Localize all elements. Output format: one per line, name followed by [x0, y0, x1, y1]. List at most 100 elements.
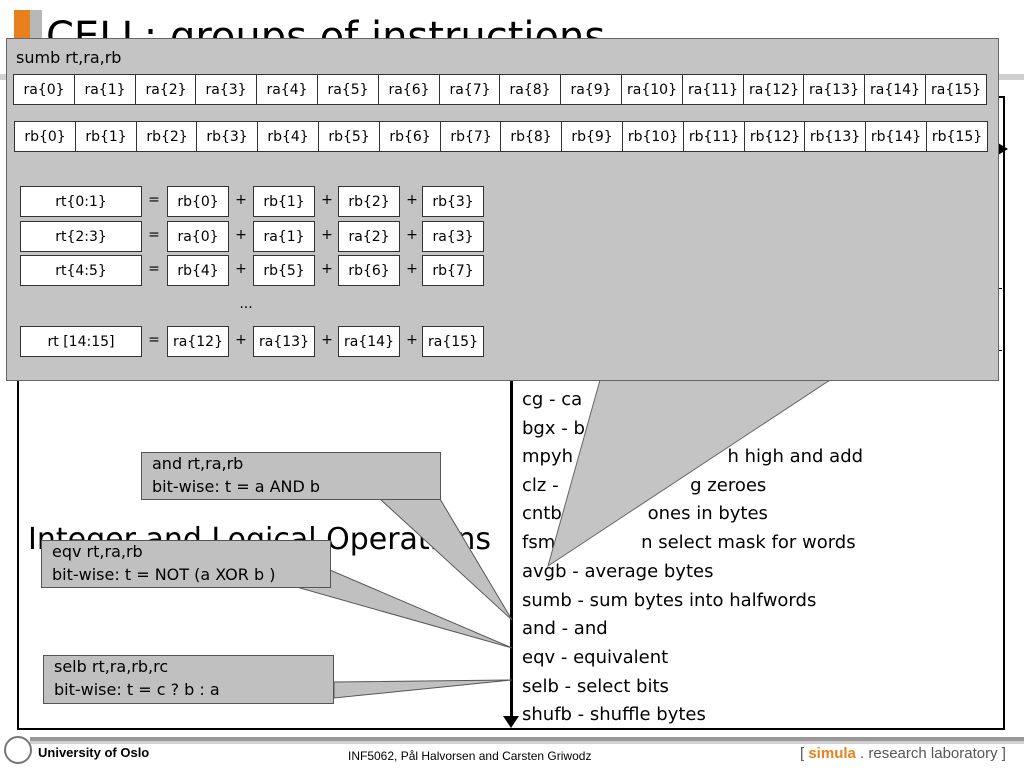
selb-callout: selb rt,ra,rb,rc bit-wise: t = c ? b : a — [43, 655, 334, 704]
ra-register-cell: ra{14} — [864, 74, 926, 105]
plus-sign: + — [406, 227, 418, 243]
source-term-cell: ra{2} — [338, 221, 400, 252]
source-term-cell: ra{0} — [167, 221, 229, 252]
rb-register-cell: rb{2} — [136, 121, 198, 152]
plus-sign: + — [321, 332, 333, 348]
plus-sign: + — [235, 227, 247, 243]
source-term-cell: ra{12} — [167, 326, 229, 357]
rb-register-cell: rb{11} — [683, 121, 745, 152]
rb-register-cell: rb{9} — [561, 121, 623, 152]
source-term-cell: rb{4} — [167, 255, 229, 286]
footer-lab-rest: . research laboratory ] — [855, 745, 1006, 762]
rb-register-cell: rb{7} — [440, 121, 502, 152]
rb-register-cell: rb{0} — [14, 121, 76, 152]
rb-register-cell: rb{8} — [500, 121, 562, 152]
plus-sign: + — [321, 261, 333, 277]
plus-sign: + — [235, 332, 247, 348]
source-term-cell: ra{13} — [253, 326, 315, 357]
arrow-right-icon — [998, 143, 1008, 155]
rb-register-cell: rb{5} — [318, 121, 380, 152]
instruction-list-item: eqv - equivalent — [522, 647, 669, 668]
source-term-cell: rb{7} — [422, 255, 484, 286]
rb-register-cell: rb{14} — [865, 121, 927, 152]
university-seal-icon — [4, 736, 32, 764]
vertical-arrow — [510, 96, 513, 720]
result-field-cell: rt{4:5} — [20, 255, 142, 286]
instruction-list-item: bgx - b — [522, 418, 585, 439]
instruction-list-item: avgb - average bytes — [522, 561, 714, 582]
rb-register-cell: rb{15} — [926, 121, 988, 152]
ra-register-cell: ra{5} — [317, 74, 379, 105]
plus-sign: + — [406, 332, 418, 348]
ra-register-cell: ra{13} — [803, 74, 865, 105]
instruction-list-item: cg - ca — [522, 389, 583, 410]
source-term-cell: rb{1} — [253, 186, 315, 217]
instruction-list-item: and - and — [522, 618, 608, 639]
footer-bar-light — [30, 741, 1024, 744]
selb-callout-desc: bit-wise: t = c ? b : a — [54, 680, 220, 699]
rb-register-cell: rb{12} — [744, 121, 806, 152]
rb-register-cell: rb{1} — [75, 121, 137, 152]
rb-register-cell: rb{3} — [196, 121, 258, 152]
source-term-cell: rb{0} — [167, 186, 229, 217]
instruction-list-item: shufb - shuffle bytes — [522, 704, 706, 725]
ra-register-cell: ra{0} — [13, 74, 75, 105]
instruction-list-item: selb - select bits — [522, 676, 669, 697]
plus-sign: + — [321, 227, 333, 243]
eqv-callout-desc: bit-wise: t = NOT (a XOR b ) — [52, 565, 276, 584]
rb-register-cell: rb{6} — [379, 121, 441, 152]
equals-sign: = — [148, 227, 160, 243]
eqv-callout-syntax: eqv rt,ra,rb — [52, 542, 143, 561]
source-term-cell: rb{6} — [338, 255, 400, 286]
ra-register-cell: ra{4} — [256, 74, 318, 105]
plus-sign: + — [406, 261, 418, 277]
footer-course: INF5062, Pål Halvorsen and Carsten Griwo… — [348, 749, 592, 763]
ra-register-cell: ra{11} — [682, 74, 744, 105]
plus-sign: + — [235, 261, 247, 277]
plus-sign: + — [321, 192, 333, 208]
equals-sign: = — [148, 332, 160, 348]
instruction-list-item: cntb ones in bytes — [522, 503, 768, 524]
selb-callout-syntax: selb rt,ra,rb,rc — [54, 657, 169, 676]
arrow-down-icon — [503, 716, 519, 728]
instruction-list-item: mpyh h high and add — [522, 446, 864, 467]
and-callout-desc: bit-wise: t = a AND b — [152, 477, 321, 496]
footer-lab: [ simula . research laboratory ] — [800, 745, 1006, 762]
rb-register-cell: rb{10} — [622, 121, 684, 152]
result-field-cell: rt [14:15] — [20, 326, 142, 357]
selb-callout-pointer — [333, 679, 513, 699]
source-term-cell: rb{5} — [253, 255, 315, 286]
instruction-list-item: sumb - sum bytes into halfwords — [522, 590, 817, 611]
and-callout: and rt,ra,rb bit-wise: t = a AND b — [141, 452, 441, 500]
footer-university: University of Oslo — [38, 745, 150, 760]
plus-sign: + — [406, 192, 418, 208]
instruction-list-item: clz - g zeroes — [522, 475, 767, 496]
ra-register-cell: ra{7} — [439, 74, 501, 105]
ra-register-cell: ra{2} — [135, 74, 197, 105]
ra-register-cell: ra{8} — [499, 74, 561, 105]
source-term-cell: rb{3} — [422, 186, 484, 217]
ellipsis: ... — [239, 296, 253, 312]
footer-lab-simula: simula — [808, 745, 856, 762]
result-field-cell: rt{2:3} — [20, 221, 142, 252]
sumb-popup-pointer — [547, 379, 832, 568]
plus-sign: + — [235, 192, 247, 208]
ra-register-cell: ra{3} — [195, 74, 257, 105]
ra-register-cell: ra{15} — [925, 74, 987, 105]
source-term-cell: ra{1} — [253, 221, 315, 252]
equals-sign: = — [148, 261, 160, 277]
source-term-cell: ra{3} — [422, 221, 484, 252]
source-term-cell: ra{14} — [338, 326, 400, 357]
source-term-cell: ra{15} — [422, 326, 484, 357]
ra-register-cell: ra{12} — [743, 74, 805, 105]
and-callout-syntax: and rt,ra,rb — [152, 454, 244, 473]
rb-register-cell: rb{4} — [257, 121, 319, 152]
ra-register-cell: ra{9} — [560, 74, 622, 105]
result-field-cell: rt{0:1} — [20, 186, 142, 217]
footer-bar — [30, 737, 1024, 741]
rb-register-cell: rb{13} — [804, 121, 866, 152]
source-term-cell: rb{2} — [338, 186, 400, 217]
footer-lab-open: [ — [800, 745, 809, 762]
eqv-callout: eqv rt,ra,rb bit-wise: t = NOT (a XOR b … — [41, 540, 331, 588]
